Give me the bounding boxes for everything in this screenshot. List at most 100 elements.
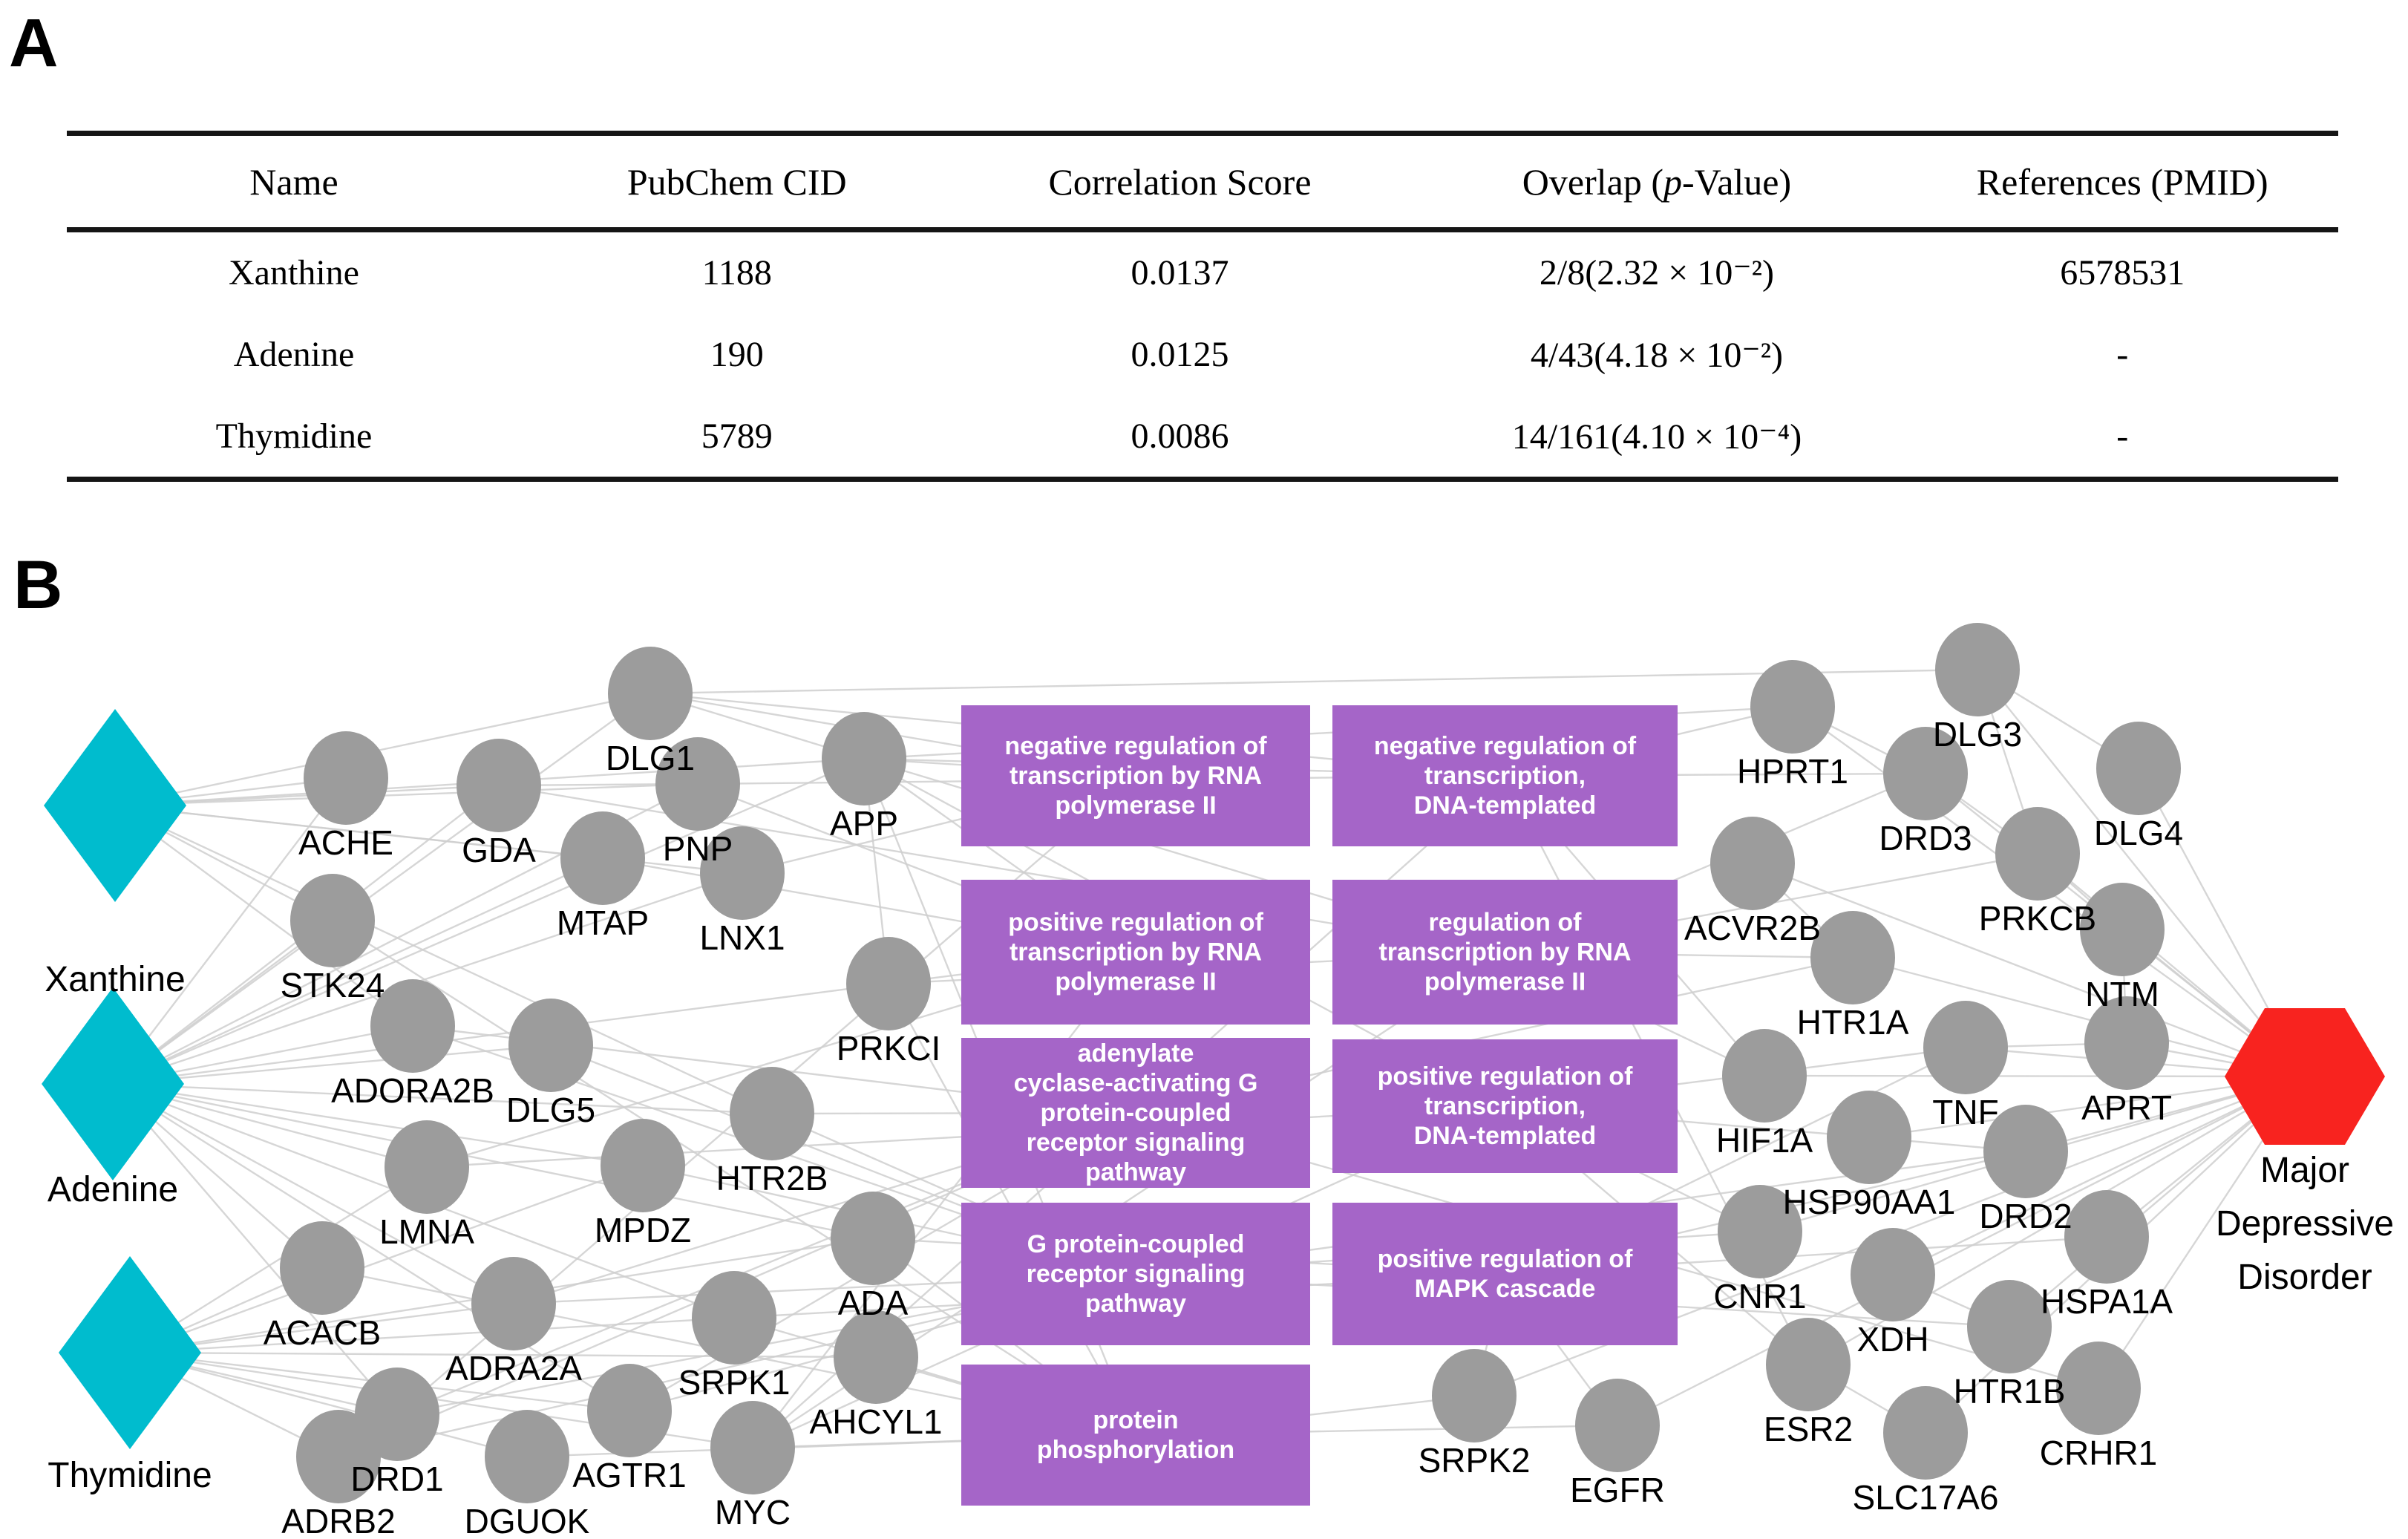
node-mdd[interactable] xyxy=(2225,1008,2385,1145)
pathway-node-l2[interactable] xyxy=(961,880,1310,1025)
pathway-node-l4[interactable] xyxy=(961,1203,1310,1345)
node-label-mdd: Depressive xyxy=(2216,1204,2394,1244)
node-ntm[interactable] xyxy=(2080,883,2165,976)
cell-cid: 5789 xyxy=(701,416,773,457)
node-label-srpk2: SRPK2 xyxy=(1419,1441,1531,1480)
pathway-node-label: DNA-templated xyxy=(1414,1122,1597,1150)
node-dlg3[interactable] xyxy=(1935,623,2020,716)
node-adrb2[interactable] xyxy=(296,1410,381,1503)
node-drd3[interactable] xyxy=(1883,727,1968,820)
edge-dlg3-mdd xyxy=(1977,669,2306,1077)
pathway-node-l1[interactable] xyxy=(961,705,1310,846)
node-aprt[interactable] xyxy=(2084,996,2169,1090)
cell-overlap: 14/161(4.10 × 10⁻⁴) xyxy=(1511,416,1802,457)
edge-thymidine-dguok xyxy=(129,1351,528,1458)
node-label-lmna: LMNA xyxy=(379,1212,474,1251)
node-hif1a[interactable] xyxy=(1722,1029,1807,1123)
node-label-aprt: APRT xyxy=(2081,1088,2172,1127)
edge-xanthine-pnp xyxy=(114,782,698,807)
node-app[interactable] xyxy=(822,712,906,806)
cell-refs: - xyxy=(2116,416,2129,457)
node-htr1a[interactable] xyxy=(1810,911,1895,1004)
node-adra2a[interactable] xyxy=(471,1257,556,1350)
node-htr1b[interactable] xyxy=(1967,1280,2052,1373)
nodes-layer xyxy=(42,623,2385,1503)
node-dguok[interactable] xyxy=(485,1410,569,1503)
node-adora2b[interactable] xyxy=(370,979,455,1073)
node-dlg4[interactable] xyxy=(2096,722,2181,815)
node-tnf[interactable] xyxy=(1923,1001,2008,1094)
node-egfr[interactable] xyxy=(1575,1379,1660,1472)
node-hspa1a[interactable] xyxy=(2064,1190,2149,1284)
node-label-mdd: Major xyxy=(2260,1151,2349,1190)
edge-adenine-htr2b xyxy=(112,1082,773,1115)
pathway-node-label: regulation of xyxy=(1429,909,1583,937)
node-pnp[interactable] xyxy=(655,737,740,831)
node-gda[interactable] xyxy=(457,739,541,832)
panel-a-label: A xyxy=(9,5,59,81)
header-overlap-pvalue: Overlap (p-Value) xyxy=(1407,134,1906,230)
header-overlap-pre: Overlap ( xyxy=(1522,160,1663,203)
cell-score: 0.0137 xyxy=(1131,252,1229,293)
node-label-dguok: DGUOK xyxy=(465,1502,590,1539)
node-dlg1[interactable] xyxy=(608,647,693,740)
node-slc17a6[interactable] xyxy=(1883,1386,1968,1480)
node-lmna[interactable] xyxy=(385,1120,469,1214)
edge-stk24-l5 xyxy=(332,919,1136,1437)
node-label-srpk1: SRPK1 xyxy=(678,1363,791,1402)
cell-refs: - xyxy=(2116,335,2129,374)
node-drd2[interactable] xyxy=(1983,1105,2068,1198)
node-label-crhr1: CRHR1 xyxy=(2040,1434,2157,1472)
cell-score: 0.0125 xyxy=(1131,335,1229,374)
pathway-node-r4[interactable] xyxy=(1332,1203,1678,1345)
node-htr2b[interactable] xyxy=(730,1067,814,1160)
node-agtr1[interactable] xyxy=(587,1364,672,1457)
node-label-drd2: DRD2 xyxy=(1979,1197,2072,1235)
node-mpdz[interactable] xyxy=(601,1119,685,1212)
node-xanthine[interactable] xyxy=(44,709,186,902)
node-prkcb[interactable] xyxy=(1995,807,2080,901)
edge-xanthine-dlg1 xyxy=(114,692,651,807)
pathway-node-r3[interactable] xyxy=(1332,1039,1678,1173)
node-label-hif1a: HIF1A xyxy=(1716,1121,1813,1160)
node-stk24[interactable] xyxy=(290,874,375,967)
pathway-node-r1[interactable] xyxy=(1332,705,1678,846)
node-lnx1[interactable] xyxy=(700,826,785,920)
pathway-node-l5[interactable] xyxy=(961,1365,1310,1506)
node-crhr1[interactable] xyxy=(2056,1342,2141,1435)
node-dlg5[interactable] xyxy=(508,999,593,1092)
node-acvr2b[interactable] xyxy=(1710,817,1795,910)
node-acacb[interactable] xyxy=(280,1221,364,1315)
node-esr2[interactable] xyxy=(1766,1318,1851,1411)
pathway-node-label: polymerase II xyxy=(1424,968,1586,996)
pathway-node-r2[interactable] xyxy=(1332,880,1678,1025)
node-hprt1[interactable] xyxy=(1750,660,1835,754)
header-references-pmid: References (PMID) xyxy=(1976,160,2268,203)
node-label-ahcyl1: AHCYL1 xyxy=(810,1402,943,1441)
pathway-node-label: cyclase-activating G xyxy=(1014,1069,1258,1097)
node-srpk2[interactable] xyxy=(1432,1349,1517,1442)
node-label-cnr1: CNR1 xyxy=(1713,1277,1806,1316)
edge-xanthine-htr2b xyxy=(114,804,773,1115)
node-label-adora2b: ADORA2B xyxy=(331,1071,494,1110)
node-mtap[interactable] xyxy=(560,811,645,905)
node-adenine[interactable] xyxy=(42,987,184,1180)
node-label-agtr1: AGTR1 xyxy=(572,1456,686,1494)
edge-egfr-mdd xyxy=(1617,1075,2306,1427)
node-ada[interactable] xyxy=(831,1192,915,1285)
node-prkci[interactable] xyxy=(846,937,931,1030)
pathway-node-label: negative regulation of xyxy=(1374,732,1637,760)
node-xdh[interactable] xyxy=(1851,1228,1935,1321)
pathway-node-l3[interactable] xyxy=(961,1038,1310,1188)
node-ahcyl1[interactable] xyxy=(834,1310,918,1404)
node-myc[interactable] xyxy=(710,1401,795,1494)
node-cnr1[interactable] xyxy=(1718,1185,1802,1278)
node-hsp90aa1[interactable] xyxy=(1827,1091,1911,1184)
node-srpk1[interactable] xyxy=(692,1271,776,1365)
node-ache[interactable] xyxy=(304,731,388,825)
edge-adenine-mtap xyxy=(112,857,603,1085)
header-overlap-italic-p: p xyxy=(1663,160,1682,203)
pathway-node-label: DNA-templated xyxy=(1414,791,1597,820)
node-thymidine[interactable] xyxy=(59,1256,201,1449)
